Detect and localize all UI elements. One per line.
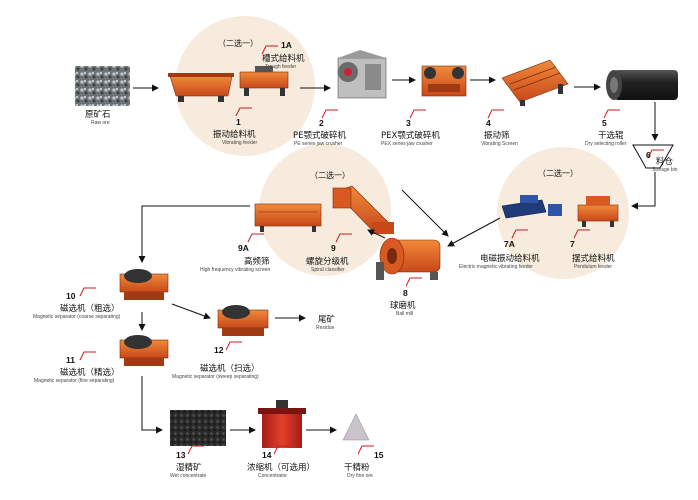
vibrating-screen-image <box>501 59 569 106</box>
trough-feeder-image <box>239 66 289 96</box>
pex-jaw-crusher-image <box>421 65 467 97</box>
label-1a-en: Trough feeder <box>265 64 297 70</box>
label-9a-num: 9A <box>238 243 249 253</box>
label-2-cn: PE颚式破碎机 <box>293 130 346 141</box>
label-13-cn: 湿精矿 <box>176 462 202 473</box>
magnetic-separator-coarse-image <box>119 269 169 300</box>
label-7a-en: Electric magnetic vibrating feeder <box>459 264 533 270</box>
spiral-classifier-image <box>332 185 394 234</box>
dry-selecting-roller-image <box>606 70 678 100</box>
label-5-en: Dry selecting roller <box>585 141 627 147</box>
label-9-en: Spiral classifier <box>311 267 345 273</box>
label-14-num: 14 <box>262 450 272 460</box>
label-8-num: 8 <box>403 288 408 298</box>
label-1a-cn: 槽式给料机 <box>262 53 305 64</box>
vibrating-feeder-image <box>168 73 234 102</box>
label-7-cn: 摆式给料机 <box>572 253 615 264</box>
pendulum-feeder-image <box>577 196 619 227</box>
label-1-en: Vibrating feeder <box>222 140 258 146</box>
label-4-num: 4 <box>486 118 491 128</box>
raw-ore-cn: 原矿石 <box>85 109 111 120</box>
label-3-en: PEX series jaw crusher <box>381 141 433 147</box>
label-3-num: 3 <box>406 118 411 128</box>
label-12-en: Magnetic separator (sweep separating) <box>172 374 259 380</box>
label-1a-num: 1A <box>281 40 292 50</box>
raw-ore-en: Raw ore <box>91 120 110 126</box>
label-3-cn: PEX颚式破碎机 <box>381 130 440 141</box>
ball-mill-image <box>376 237 441 280</box>
choose-one-label-3: （二选一） <box>538 168 578 178</box>
choose-one-label-1: （二选一） <box>218 38 258 48</box>
choice-group-classifier <box>259 144 391 276</box>
dry-fine-ore-image <box>342 413 370 441</box>
label-4-cn: 振动筛 <box>484 130 510 141</box>
label-11-num: 11 <box>66 355 75 365</box>
magnetic-separator-fine-image <box>119 335 169 366</box>
high-frequency-screen-image <box>254 203 322 232</box>
label-14-cn: 浓缩机（可选用） <box>247 462 315 473</box>
label-5-num: 5 <box>602 118 607 128</box>
label-residue-en: Residue <box>316 325 335 331</box>
label-10-cn: 磁选机（粗选） <box>60 303 120 314</box>
pe-jaw-crusher-image <box>337 50 387 99</box>
raw-ore-image <box>75 66 130 106</box>
label-10-en: Magnetic separator (coarse separating) <box>33 314 121 320</box>
label-13-num: 13 <box>176 450 186 460</box>
label-9-num: 9 <box>331 243 336 253</box>
label-7-en: Pendulum feeder <box>574 264 612 270</box>
label-10-num: 10 <box>66 291 76 301</box>
label-6-cn: 料仓 <box>656 156 674 167</box>
label-9a-en: High frequency vibrating screen <box>200 267 271 273</box>
label-7a-num: 7A <box>504 239 515 249</box>
label-7-num: 7 <box>570 239 575 249</box>
label-2-en: PE series jaw crusher <box>294 141 343 147</box>
label-7a-cn: 电磁振动给料机 <box>480 253 540 264</box>
label-4-en: Vibrating Screen <box>481 141 518 147</box>
label-8-en: Ball mill <box>396 311 413 317</box>
choice-group-bin-feeder <box>497 147 629 279</box>
label-1-cn: 振动给料机 <box>213 129 256 140</box>
label-14-en: Concentrator <box>258 473 287 479</box>
label-15-en: Dry fine ore <box>347 473 373 479</box>
concentrator-tank-image <box>258 400 306 448</box>
flow-arrows <box>133 76 659 434</box>
electromagnetic-feeder-image <box>501 195 562 219</box>
label-13-en: Wet concentrate <box>170 473 207 479</box>
choose-one-label-2: （二选一） <box>310 170 350 180</box>
callout-lines <box>79 45 664 455</box>
label-12-num: 12 <box>214 345 224 355</box>
label-11-cn: 磁选机（精选） <box>60 367 120 378</box>
label-9a-cn: 高频筛 <box>244 256 270 267</box>
magnetic-separator-sweep-image <box>217 305 269 336</box>
label-9-cn: 螺旋分级机 <box>306 256 349 267</box>
label-residue-cn: 尾矿 <box>318 314 336 325</box>
label-1-num: 1 <box>236 117 241 127</box>
label-6-num: 6 <box>646 150 651 160</box>
label-11-en: Magnetic separator (fine separating) <box>34 378 115 384</box>
label-8-cn: 球磨机 <box>390 300 416 311</box>
wet-concentrate-image <box>170 410 226 446</box>
label-2-num: 2 <box>319 118 324 128</box>
storage-bin-image <box>632 144 674 169</box>
label-12-cn: 磁选机（扫选） <box>200 363 260 374</box>
label-15-num: 15 <box>374 450 384 460</box>
label-5-cn: 干选辊 <box>598 130 624 141</box>
label-6-en: Storage bin <box>652 167 678 173</box>
label-15-cn: 干精粉 <box>344 462 370 473</box>
